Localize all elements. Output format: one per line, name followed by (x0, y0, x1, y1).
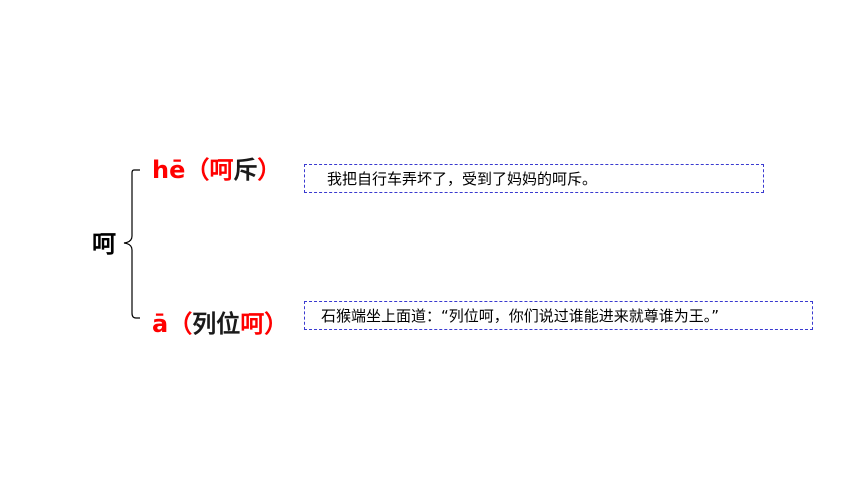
open-paren: （ (185, 156, 210, 184)
close-paren: ） (257, 156, 282, 184)
word-part-highlight: 呵 (209, 156, 234, 184)
open-paren: （ (168, 310, 193, 338)
reading-a: ā（列位呵） (152, 312, 288, 336)
brace-icon (123, 169, 140, 319)
main-character: 呵 (92, 230, 116, 258)
word-part-plain: 斥 (233, 156, 258, 184)
word-part-plain: 列位 (192, 310, 241, 338)
reading-he: hē（呵斥） (152, 158, 281, 182)
example-sentence-he: 我把自行车弄坏了，受到了妈妈的呵斥。 (327, 170, 598, 188)
example-sentence-a: 石猴端坐上面道：“列位呵，你们说过谁能进来就尊谁为王。” (321, 307, 720, 325)
word-part-highlight: 呵 (240, 310, 265, 338)
example-box-a: 石猴端坐上面道：“列位呵，你们说过谁能进来就尊谁为王。” (304, 301, 813, 330)
example-box-he: 我把自行车弄坏了，受到了妈妈的呵斥。 (304, 164, 764, 193)
pinyin-a: ā (152, 310, 169, 338)
pinyin-he: hē (152, 156, 186, 184)
close-paren: ） (264, 310, 289, 338)
